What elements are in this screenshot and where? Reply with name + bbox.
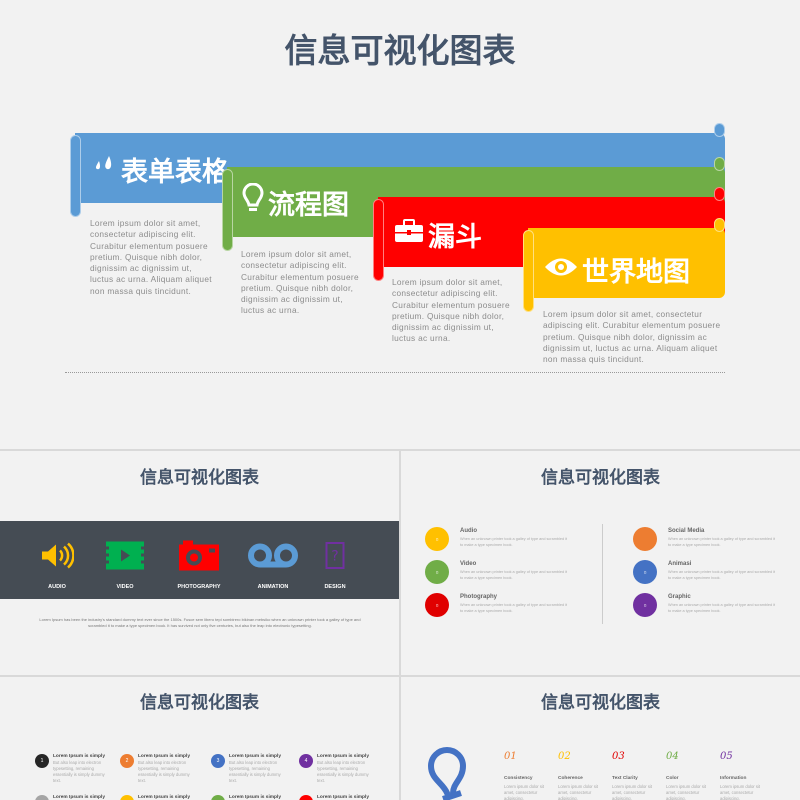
item-description: When an unknown printer took a galley of… [668,537,776,547]
step-title: Coherence [558,776,583,781]
icon-label: PHOTOGRAPHY [177,584,221,590]
film-play-icon-circle-icon[interactable]: ▫ [425,560,449,584]
item-title: Lorem Ipsum is simply [53,754,105,759]
item-title: Lorem Ipsum is simply [317,754,369,759]
item-title: Social Media [668,528,705,534]
step-description: Lorem ipsum dolor sit amet, consectetur … [666,784,707,800]
ribbon-curl [523,230,534,312]
item-title: Graphic [668,594,691,600]
item-title: Lorem Ipsum is simply [138,795,190,800]
item-title: Lorem Ipsum is simply [317,795,369,800]
item-description: But also leap into electron typesetting,… [53,760,105,783]
slide-title: 信息可视化图表 [541,693,660,713]
item-title: Lorem Ipsum is simply [229,754,281,759]
item-description: When an unknown printer took a galley of… [460,537,568,547]
item-description: But also leap into electron typesetting,… [229,760,281,783]
voicemail-icon-circle-icon[interactable]: ▫ [633,560,657,584]
ribbon-label: 表单表格 [121,157,229,188]
lightbulb-icon [242,182,264,222]
step-number: 03 [612,751,625,762]
icon-label: AUDIO [48,584,66,590]
item-description: When an unknown printer took a galley of… [668,570,776,580]
ribbon-end-curl [714,218,725,232]
ribbon-description: Lorem ipsum dolor sit amet, consectetur … [392,277,510,344]
voicemail-icon[interactable] [248,543,298,574]
ribbon-end-curl [714,157,725,171]
number-circle [35,795,49,800]
number-circle: 3 [211,754,225,768]
camera-icon-circle-icon[interactable]: ▫ [425,593,449,617]
icon-label: VIDEO [116,584,134,590]
column-divider [602,524,603,624]
slide-icon-list[interactable]: 信息可视化图表 ▫ Audio When an unknown printer … [401,451,800,675]
ribbon-description: Lorem ipsum dolor sit amet, consectetur … [543,309,721,365]
number-circle [120,795,134,800]
item-description: But also leap into electron typesetting,… [138,760,190,783]
step-description: Lorem ipsum dolor sit amet, consectetur … [504,784,545,800]
briefcase-icon [394,219,424,250]
step-title: Information [720,776,747,781]
lightbulb-icon [427,747,467,800]
slide-numbered-grid[interactable]: 信息可视化图表 1 Lorem Ipsum is simply But also… [0,677,399,800]
svg-text:?: ? [331,549,338,565]
step-title: Consistency [504,776,533,781]
step-number: 04 [666,751,679,762]
file-icon-circle-icon[interactable]: ▫ [425,527,449,551]
ribbon-curl [70,135,81,217]
slide-title: 信息可视化图表 [140,693,259,713]
dotted-divider [65,372,725,373]
slide-title: 信息可视化图表 [284,31,516,70]
water-drops-icon [93,153,117,186]
slide-icon-band[interactable]: 信息可视化图表 AUDIO VIDEO PHOTOGRAPHY ANIMATION? D… [0,451,399,675]
step-number: 02 [558,751,571,762]
item-title: Lorem Ipsum is simply [53,795,105,800]
item-description: But also leap into electron typesetting,… [317,760,369,783]
item-description: When an unknown printer took a galley of… [460,570,568,580]
step-description: Lorem ipsum dolor sit amet, consectetur … [720,784,761,800]
ribbon-end-curl [714,187,725,201]
item-title: Audio [460,528,477,534]
number-circle [211,795,225,800]
film-play-icon[interactable] [106,541,144,575]
ribbon-label: 漏斗 [428,222,482,253]
question-file-icon-circle-icon[interactable]: ▫ [633,593,657,617]
item-title: Animasi [668,561,692,567]
item-title: Video [460,561,477,567]
icon-label: ANIMATION [257,584,289,590]
slide-title: 信息可视化图表 [140,468,259,488]
ribbon-curl [373,199,384,281]
ribbon-description: Lorem ipsum dolor sit amet, consectetur … [90,218,212,296]
question-file-icon[interactable]: ? [325,542,345,575]
slide-title: 信息可视化图表 [541,468,660,488]
ribbon-curl [222,169,233,251]
item-description: When an unknown printer took a galley of… [668,603,776,613]
camera-icon[interactable] [179,540,219,576]
ribbon-label: 流程图 [268,190,349,221]
number-circle: 2 [120,754,134,768]
blank-circle-icon[interactable] [633,527,657,551]
item-title: Lorem Ipsum is simply [138,754,190,759]
footer-text: Lorem Ipsum has been the industry's stan… [39,617,361,628]
item-title: Lorem Ipsum is simply [229,795,281,800]
item-title: Photography [460,594,497,600]
ribbon-label: 世界地图 [582,257,690,288]
step-number: 05 [720,751,733,762]
step-title: Text Clarity [612,776,638,781]
ribbon-description: Lorem ipsum dolor sit amet, consectetur … [241,249,359,316]
eye-icon [544,254,578,285]
item-description: When an unknown printer took a galley of… [460,603,568,613]
number-circle: 4 [299,754,313,768]
step-number: 01 [504,751,517,762]
step-description: Lorem ipsum dolor sit amet, consectetur … [612,784,653,800]
step-description: Lorem ipsum dolor sit amet, consectetur … [558,784,599,800]
slide-ribbons[interactable]: 信息可视化图表 表单表格 Lorem ipsum dolor sit amet,… [0,0,800,449]
number-circle [299,795,313,800]
step-title: Color [666,776,679,781]
slide-bulb-steps[interactable]: 信息可视化图表 01 Consistency Lorem ipsum dolor… [401,677,800,800]
ribbon-end-curl [714,123,725,137]
speaker-icon[interactable] [40,542,75,575]
number-circle: 1 [35,754,49,768]
icon-label: DESIGN [324,584,346,590]
